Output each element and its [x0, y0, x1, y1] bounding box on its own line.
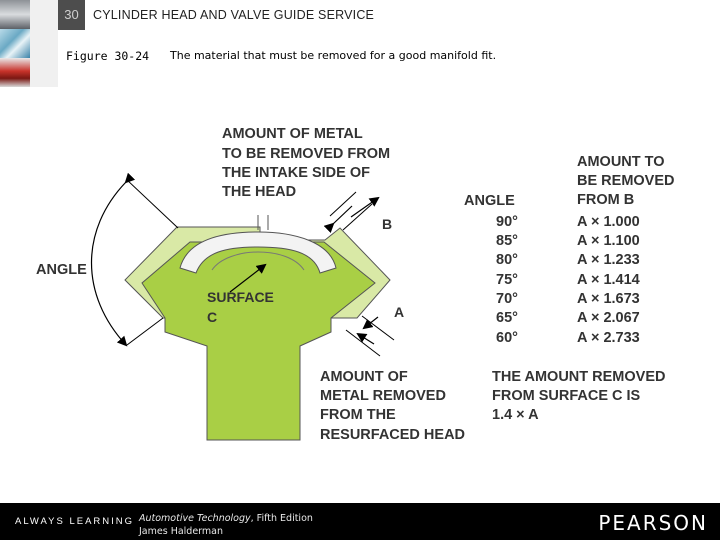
- table-angle-cell: 70°: [496, 291, 518, 307]
- table-amount-cell: A × 1.000: [577, 214, 640, 230]
- thumbnail-car-image: [0, 0, 30, 29]
- book-edition: , Fifth Edition: [250, 513, 313, 524]
- resurfaced-line-3: FROM THE: [320, 407, 396, 423]
- table-angle-cell: 65°: [496, 310, 518, 326]
- resurfaced-line-2: METAL REMOVED: [320, 388, 446, 404]
- table-angle-cell: 85°: [496, 233, 518, 249]
- surface-c-label: SURFACE C: [207, 289, 274, 325]
- table-amount-cell: A × 2.733: [577, 330, 640, 346]
- intake-port: [179, 231, 337, 274]
- table-angle-cell: 75°: [496, 272, 518, 288]
- note-line-3: 1.4 × A: [492, 407, 539, 423]
- angle-arc: [91, 172, 136, 347]
- angle-label: ANGLE: [36, 262, 87, 278]
- table-amount-cell: A × 2.067: [577, 310, 640, 326]
- intake-removal-label: AMOUNT OF METAL TO BE REMOVED FROM THE I…: [222, 126, 390, 200]
- figure-label: Figure 30-24: [66, 49, 150, 63]
- book-title: Automotive Technology, Fifth Edition: [139, 513, 313, 524]
- footer-bar: ALWAYS LEARNING Automotive Technology, F…: [0, 503, 720, 540]
- amount-b-line-1: AMOUNT TO: [577, 154, 665, 170]
- figure-caption: The material that must be removed for a …: [170, 49, 497, 62]
- label-a: A: [394, 304, 404, 320]
- thumbnail-red-car-image: [0, 58, 30, 87]
- always-learning-label: ALWAYS LEARNING: [15, 516, 135, 527]
- chapter-title: CYLINDER HEAD AND VALVE GUIDE SERVICE: [93, 8, 375, 22]
- table-amount-cell: A × 1.100: [577, 233, 640, 249]
- book-title-italic: Automotive Technology: [139, 513, 251, 524]
- note-line-2: FROM SURFACE C IS: [492, 388, 641, 404]
- intake-line-1: AMOUNT OF METAL: [222, 126, 363, 142]
- chapter-number: 30: [58, 0, 85, 30]
- intake-line-2: TO BE REMOVED FROM: [222, 146, 390, 162]
- table-angle-cell: 80°: [496, 252, 518, 268]
- book-author: James Halderman: [139, 526, 224, 537]
- resurfaced-line-1: AMOUNT OF: [320, 369, 408, 385]
- table-angle-cell: 90°: [496, 214, 518, 230]
- table-amount-cell: A × 1.414: [577, 272, 640, 288]
- amount-from-b-header: AMOUNT TO BE REMOVED FROM B: [577, 154, 675, 208]
- surface-c-note: THE AMOUNT REMOVED FROM SURFACE C IS 1.4…: [492, 369, 665, 423]
- resurfaced-line-4: RESURFACED HEAD: [320, 427, 465, 443]
- note-line-1: THE AMOUNT REMOVED: [492, 369, 665, 385]
- label-b: B: [382, 216, 392, 232]
- table-angle-header: ANGLE: [464, 193, 515, 209]
- table-amount-cell: A × 1.673: [577, 291, 640, 307]
- header-gray-strip: [30, 0, 58, 87]
- surface-c-line-2: C: [207, 309, 217, 325]
- angle-table: 90° A × 1.000 85° A × 1.100 80° A × 1.23…: [496, 214, 640, 346]
- table-angle-cell: 60°: [496, 330, 518, 346]
- amount-b-line-2: BE REMOVED: [577, 173, 675, 189]
- surface-c-line-1: SURFACE: [207, 289, 274, 305]
- intake-line-3: THE INTAKE SIDE OF: [222, 165, 370, 181]
- thumbnail-strip: [0, 0, 30, 87]
- pearson-logo: PEARSON: [598, 511, 708, 535]
- cylinder-head-body: [141, 241, 376, 441]
- resurfaced-removal-label: AMOUNT OF METAL REMOVED FROM THE RESURFA…: [320, 369, 465, 443]
- thumbnail-water-image: [0, 29, 30, 58]
- intake-line-4: THE HEAD: [222, 184, 296, 200]
- table-amount-cell: A × 1.233: [577, 252, 640, 268]
- amount-b-line-3: FROM B: [577, 192, 634, 208]
